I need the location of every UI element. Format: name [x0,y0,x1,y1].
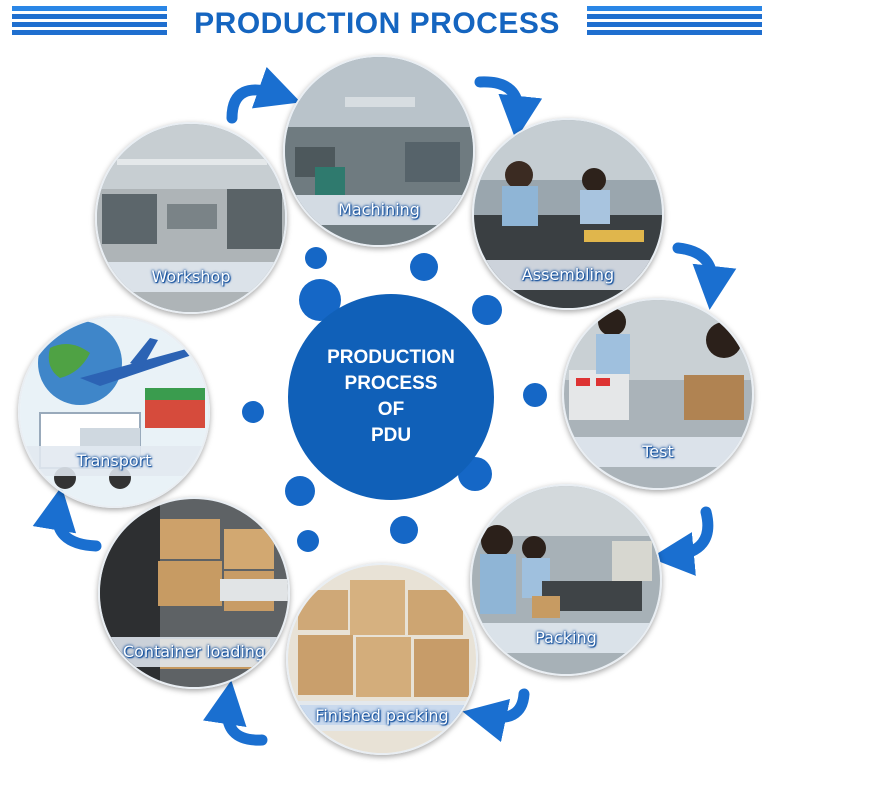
center-line-2: PROCESS [344,373,438,394]
step-label-workshop: Workshop [151,267,231,286]
header-stripes-right [587,6,762,42]
arrow-5 [462,688,530,743]
testing-bench-photo [564,300,752,488]
forklift-boxes-photo [100,499,288,687]
step-finished-packing: Finished packing [286,563,478,755]
step-label-test: Test [642,442,674,461]
step-transport: Transport [18,316,210,508]
step-container-loading: Container loading [98,497,290,689]
center-line-3: OF [377,399,405,420]
step-label-transport: Transport [76,451,152,470]
step-assembling: Assembling [472,118,664,310]
center-line-4: PDU [370,425,412,446]
center-line-1: PRODUCTION [327,347,455,368]
step-label-container-loading: Container loading [122,642,266,661]
header-stripes-left [12,6,167,42]
plane-truck-ship-photo [20,318,208,506]
header: PRODUCTION PROCESS [0,0,887,48]
step-label-packing: Packing [535,628,597,647]
arrow-1 [226,66,301,124]
step-label-machining: Machining [338,200,420,219]
arrow-7 [32,486,102,552]
step-machining: Machining [283,55,475,247]
center-circle: PRODUCTION PROCESS OF PDU [288,294,494,500]
arrow-4 [650,506,714,576]
arrow-6 [202,680,268,746]
step-label-assembling: Assembling [521,265,615,284]
page-title: PRODUCTION PROCESS [194,7,560,40]
step-test: Test [562,298,754,490]
arrow-2 [474,76,543,140]
bubbles [242,247,547,552]
step-packing: Packing [470,484,662,676]
step-label-finished-packing: Finished packing [315,706,449,725]
arrow-3 [672,242,737,310]
step-workshop: Workshop [95,122,287,314]
